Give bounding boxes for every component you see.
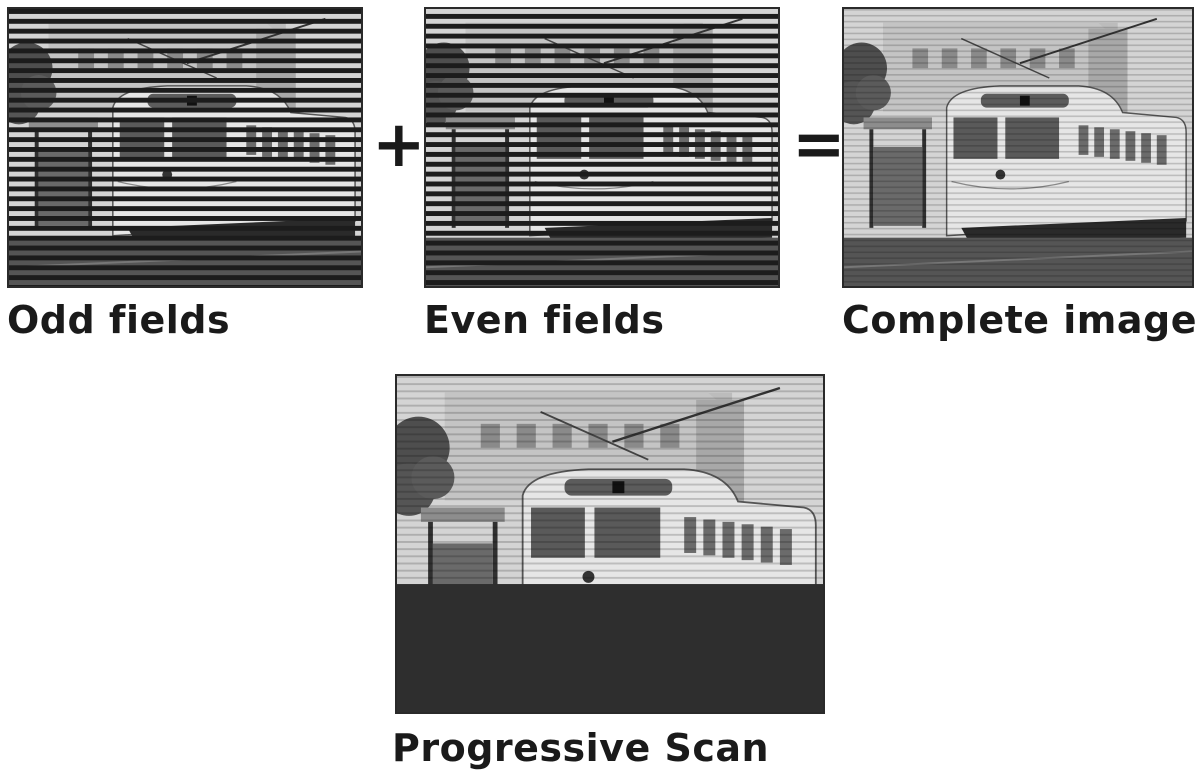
even-fields-image <box>424 7 780 288</box>
complete-image <box>842 7 1194 288</box>
plus-sign: + <box>372 108 426 182</box>
undrawn-region <box>397 584 823 712</box>
equals-sign: = <box>792 108 846 182</box>
caption-complete-image: Complete image <box>842 298 1197 342</box>
caption-even-fields: Even fields <box>424 298 665 342</box>
caption-progressive-scan: Progressive Scan <box>392 726 770 770</box>
odd-fields-image <box>7 7 363 288</box>
caption-odd-fields: Odd fields <box>7 298 231 342</box>
progressive-scan-image <box>395 374 825 714</box>
